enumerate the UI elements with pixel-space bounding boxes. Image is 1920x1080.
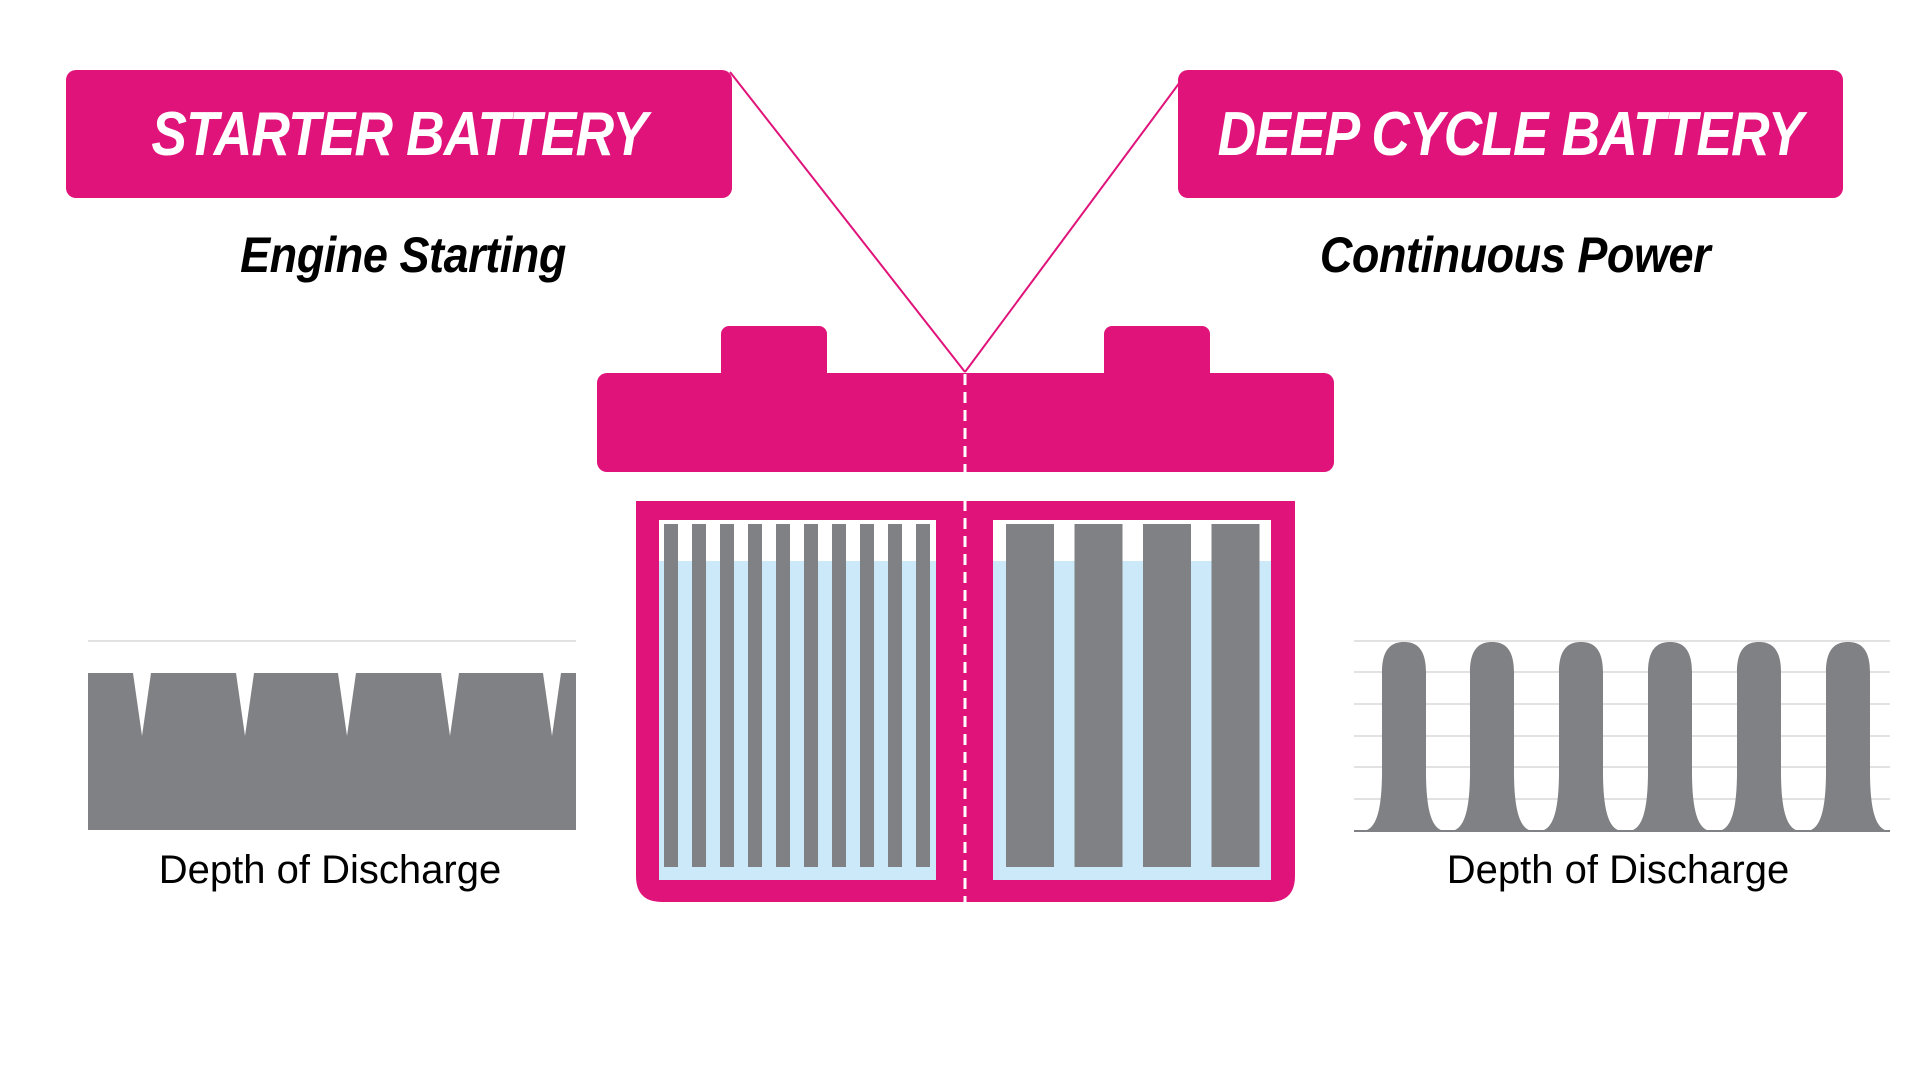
starter-discharge-graph <box>88 640 576 830</box>
thin-plate <box>776 524 790 867</box>
starter-cell <box>659 524 936 880</box>
thin-plates <box>664 524 930 867</box>
thin-plate <box>720 524 734 867</box>
battery-lid <box>597 326 1334 472</box>
thin-plate <box>804 524 818 867</box>
thin-plate <box>748 524 762 867</box>
starter-subtitle: Engine Starting <box>240 227 566 283</box>
thick-plate <box>1143 524 1191 867</box>
right-terminal <box>1104 326 1210 386</box>
thin-plate <box>832 524 846 867</box>
thick-plate <box>1006 524 1054 867</box>
deep-cycle-battery-label: DEEP CYCLE BATTERY <box>1178 70 1843 198</box>
thick-plates <box>1006 524 1260 867</box>
thin-plate <box>692 524 706 867</box>
starter-discharge-shape <box>88 673 576 830</box>
thin-plate <box>888 524 902 867</box>
starter-leader-line <box>729 71 966 373</box>
deep-cycle-discharge-graph <box>1354 640 1890 832</box>
deep-cycle-graph-gridlines <box>1354 640 1890 800</box>
starter-depth-caption: Depth of Discharge <box>158 848 502 892</box>
thin-plate <box>860 524 874 867</box>
starter-battery-label: STARTER BATTERY <box>66 70 732 198</box>
deep-cycle-leader-line <box>964 77 1184 373</box>
deep-cycle-depth-caption: Depth of Discharge <box>1446 848 1790 892</box>
battery-case <box>636 501 1295 902</box>
lid-body <box>597 373 1334 472</box>
deep-cycle-discharge-shape <box>1354 642 1890 831</box>
deep-cycle-subtitle: Continuous Power <box>1319 227 1711 283</box>
deep-cycle-battery-title: DEEP CYCLE BATTERY <box>1218 99 1804 169</box>
thick-plate <box>1211 524 1260 867</box>
thick-plate <box>1074 524 1123 867</box>
left-terminal <box>721 326 827 386</box>
thin-plate <box>916 524 930 867</box>
thin-plate <box>664 524 678 867</box>
deep-cycle-cell <box>993 524 1271 880</box>
starter-battery-title: STARTER BATTERY <box>151 99 648 169</box>
